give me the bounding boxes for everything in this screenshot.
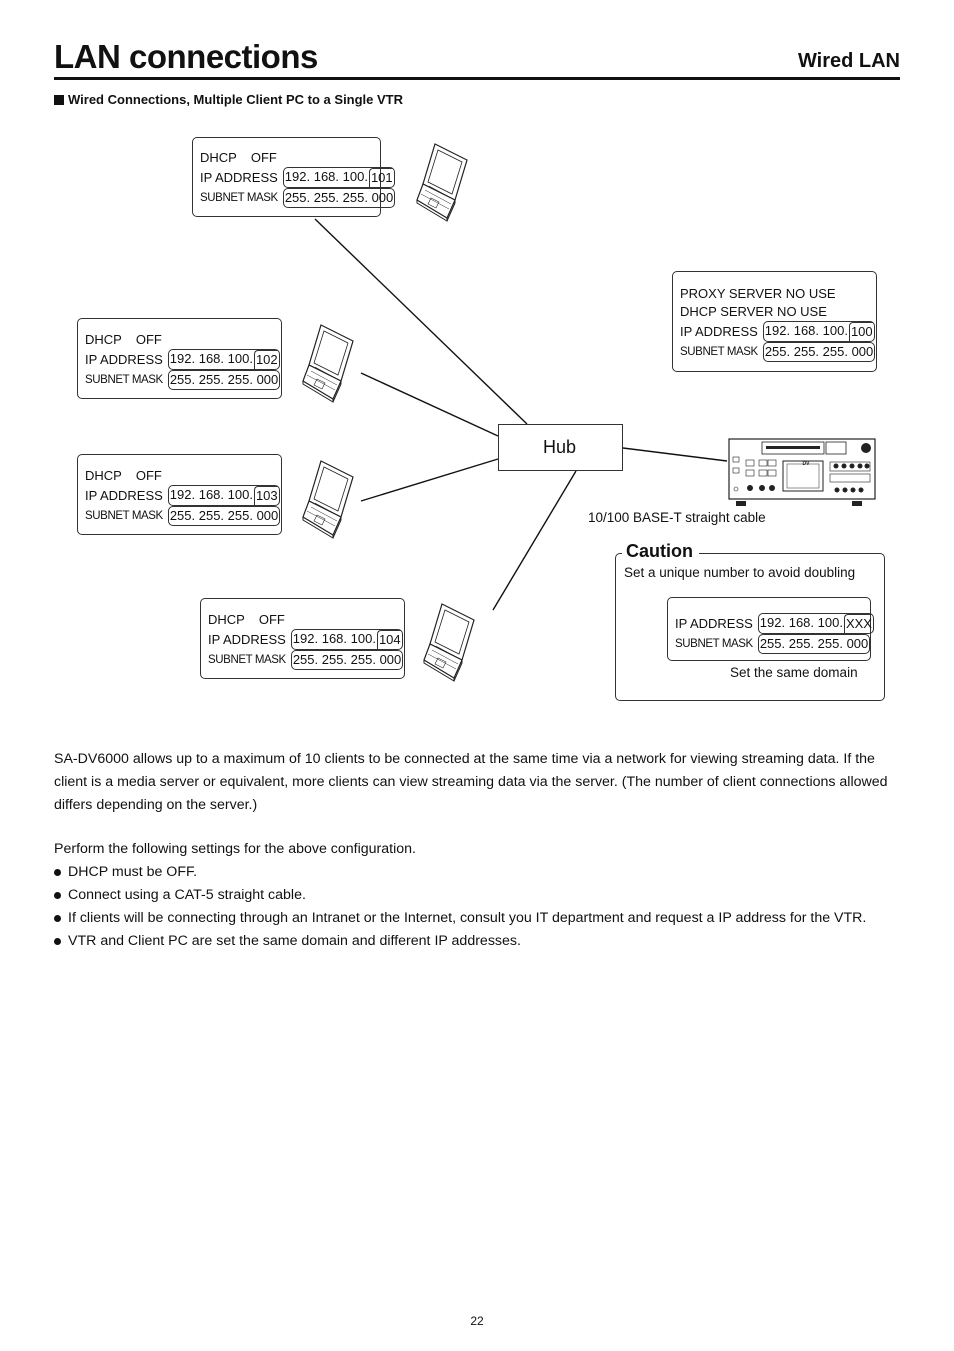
mask-field: 255. 255. 255. 000 [167,506,281,526]
page-subtitle: Wired LAN [797,50,900,72]
proxy-server-line: PROXY SERVER NO USE [680,286,836,301]
ip-field: 192. 168. 100.101 [282,167,395,188]
hub-label: Hub [543,437,577,457]
cable-client-1 [314,218,528,425]
cable-client-3 [360,458,499,502]
list-item: If clients will be connecting through an… [54,907,900,930]
settings-paragraph: Perform the following settings for the a… [54,841,416,857]
bullet-icon [54,915,61,922]
square-bullet-icon [54,94,64,105]
cable-client-4 [492,470,577,611]
list-item: Connect using a CAT-5 straight cable. [54,884,900,907]
list-item: DHCP must be OFF. [54,861,900,884]
mask-field: 255. 255. 255. 000 [167,370,281,390]
cable-caption: 10/100 BASE-T straight cable [588,510,766,525]
ip-label: IP ADDRESS [680,323,758,339]
laptop-icon-1 [416,143,468,222]
hub-box: Hub [498,424,623,471]
ip-field: 192. 168. 100.100 [762,321,875,342]
mask-label: SUBNET MASK [200,192,278,204]
vtr-config-box: PROXY SERVER NO USE DHCP SERVER NO USE I… [672,271,877,372]
ip-label: IP ADDRESS [85,351,163,367]
mask-label: SUBNET MASK [675,638,753,650]
ip-field: 192. 168. 100.104 [290,629,403,650]
caution-unique-note: Set a unique number to avoid doubling [624,565,856,580]
dhcp-value: OFF [250,150,277,165]
dhcp-label: DHCP [200,150,237,165]
vtr-deck-icon: DV [728,438,876,506]
section-title: Wired Connections, Multiple Client PC to… [68,92,404,107]
page-number: 22 [470,1314,484,1328]
ip-field: 192. 168. 100.XXX [757,613,874,634]
dhcp-value: OFF [135,468,162,483]
mask-label: SUBNET MASK [208,654,286,666]
mask-field: 255. 255. 255. 000 [290,650,404,670]
section-heading: Wired Connections, Multiple Client PC to… [54,92,403,107]
settings-list: DHCP must be OFF. Connect using a CAT-5 … [54,861,900,953]
list-item: VTR and Client PC are set the same domai… [54,930,900,953]
bullet-icon [54,892,61,899]
laptop-icon-3 [302,460,354,539]
mask-label: SUBNET MASK [85,374,163,386]
ip-label: IP ADDRESS [85,487,163,503]
mask-label: SUBNET MASK [85,510,163,522]
dhcp-value: OFF [258,612,285,627]
dhcp-label: DHCP [85,468,122,483]
caution-title: Caution [622,541,699,562]
ip-label: IP ADDRESS [200,169,278,185]
svg-text:DV: DV [803,461,811,467]
ip-field: 192. 168. 100.103 [167,485,280,506]
intro-paragraph: SA-DV6000 allows up to a maximum of 10 c… [54,751,888,813]
bullet-icon [54,869,61,876]
caution-domain-note: Set the same domain [730,665,858,680]
mask-label: SUBNET MASK [680,346,758,358]
ip-field: 192. 168. 100.102 [167,349,280,370]
ip-label: IP ADDRESS [675,615,753,631]
laptop-icon-2 [302,324,354,403]
cable-vtr [622,447,728,462]
mask-field: 255. 255. 255. 000 [762,342,876,362]
dhcp-label: DHCP [208,612,245,627]
laptop-icon-4 [423,603,475,682]
mask-field: 255. 255. 255. 000 [757,634,871,654]
dhcp-value: OFF [135,332,162,347]
page-title: LAN connections [54,38,318,75]
bullet-icon [54,938,61,945]
title-rule [54,77,900,80]
dhcp-label: DHCP [85,332,122,347]
cable-client-2 [360,372,499,437]
dhcp-server-line: DHCP SERVER NO USE [680,304,827,319]
mask-field: 255. 255. 255. 000 [282,188,396,208]
ip-label: IP ADDRESS [208,631,286,647]
